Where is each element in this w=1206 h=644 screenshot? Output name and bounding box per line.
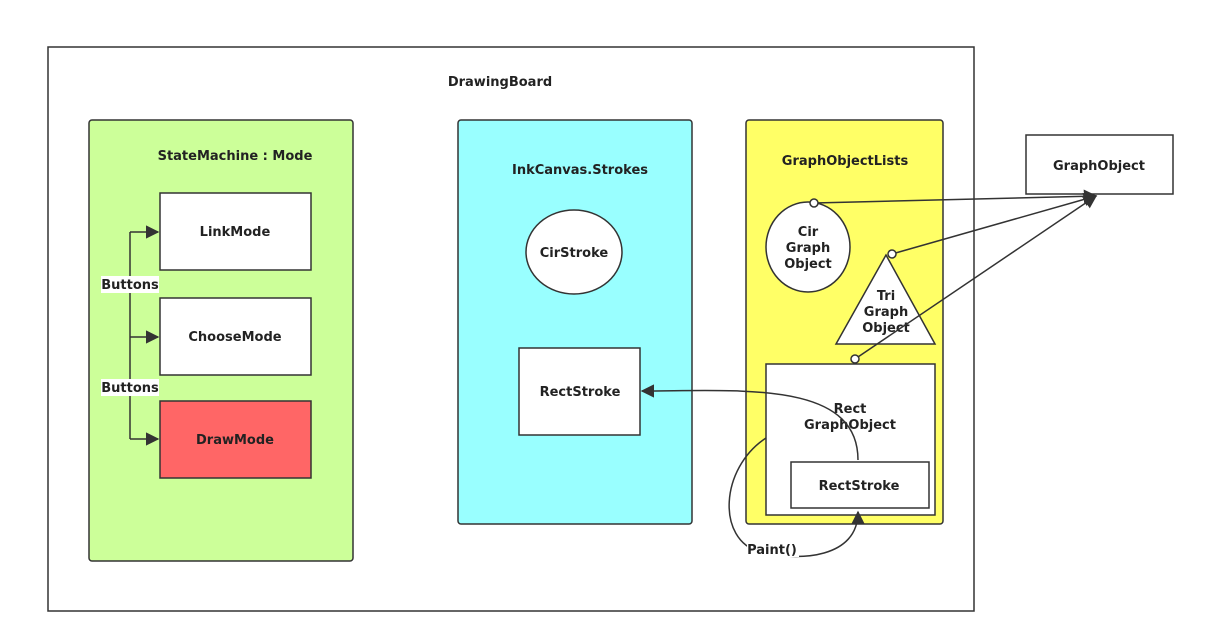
cir-graph-object-node — [765, 201, 851, 293]
inner-rect-stroke-node — [790, 461, 930, 509]
tri-graph-object-label-3: Object — [862, 321, 910, 336]
graph-object-label: GraphObject — [1053, 159, 1145, 174]
rect-inheritance-line — [854, 195, 1098, 360]
rect-stroke-node — [518, 347, 641, 436]
paint-label-bg — [747, 541, 799, 557]
link-mode-label: LinkMode — [200, 225, 271, 240]
drawing-board-title: DrawingBoard — [448, 75, 552, 90]
state-machine-title: StateMachine : Mode — [158, 149, 313, 164]
choose-mode-label: ChooseMode — [188, 330, 281, 345]
cir-inheritance-line — [813, 189, 1098, 204]
link-mode-box[interactable] — [159, 192, 312, 271]
tri-graph-object-label-2: Graph — [864, 305, 908, 320]
rect-inheritance-origin-dot — [850, 354, 860, 364]
tri-inheritance-line — [891, 192, 1098, 255]
choose-mode-box[interactable] — [159, 297, 312, 376]
ink-canvas-panel — [457, 119, 693, 525]
buttons-label-2: Buttons — [101, 381, 159, 396]
cir-inheritance-origin-dot — [809, 198, 819, 208]
graph-object-box — [1025, 134, 1174, 195]
rect-stroke-label: RectStroke — [540, 385, 621, 400]
cir-stroke-node — [525, 209, 623, 295]
inner-rect-stroke-label: RectStroke — [819, 479, 900, 494]
rect-graph-object-label-2: GraphObject — [804, 418, 896, 433]
paint-label: Paint() — [747, 543, 797, 558]
cir-stroke-label: CirStroke — [540, 246, 609, 261]
draw-mode-box[interactable] — [159, 400, 312, 479]
buttons-label-1: Buttons — [101, 278, 159, 293]
buttons-label-bg-2 — [101, 379, 159, 396]
buttons-label-bg-1 — [101, 276, 159, 293]
cir-graph-object-label-3: Object — [784, 257, 832, 272]
rect-graph-object-label-1: Rect — [834, 402, 867, 417]
ink-canvas-title: InkCanvas.Strokes — [512, 163, 648, 178]
rect-reference-arrow — [640, 384, 859, 461]
cir-graph-object-label-2: Graph — [786, 241, 830, 256]
graph-object-lists-title: GraphObjectLists — [782, 154, 909, 169]
draw-mode-label: DrawMode — [196, 433, 274, 448]
cir-graph-object-label-1: Cir — [798, 225, 819, 240]
tri-graph-object-label-1: Tri — [877, 289, 895, 304]
tri-inheritance-origin-dot — [887, 249, 897, 259]
